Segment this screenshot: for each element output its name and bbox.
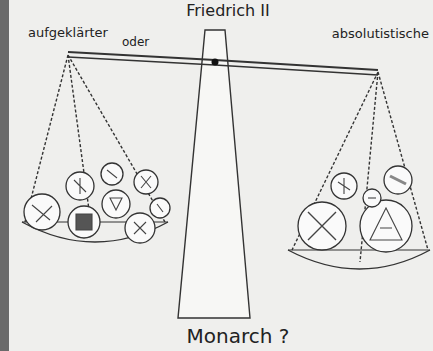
symbol-sketch — [32, 170, 406, 240]
symbol-circle — [24, 163, 412, 252]
side-label: aufgeklärter — [28, 26, 108, 40]
question-text: Monarch ? — [187, 325, 290, 347]
side-label: absolutistische — [332, 27, 429, 41]
connector-word: oder — [122, 36, 149, 49]
scale-beam — [68, 57, 378, 75]
title-text: Friedrich II — [186, 2, 270, 20]
scale-pan — [288, 250, 430, 269]
scale-drawing — [22, 30, 430, 318]
photo-edge — [0, 0, 9, 351]
scale-pillar — [178, 30, 250, 318]
scale-beam — [68, 52, 378, 70]
scale-chain — [25, 55, 165, 232]
pivot-dot — [212, 59, 219, 66]
scale-chain — [292, 72, 428, 262]
scale-pan — [288, 250, 430, 251]
